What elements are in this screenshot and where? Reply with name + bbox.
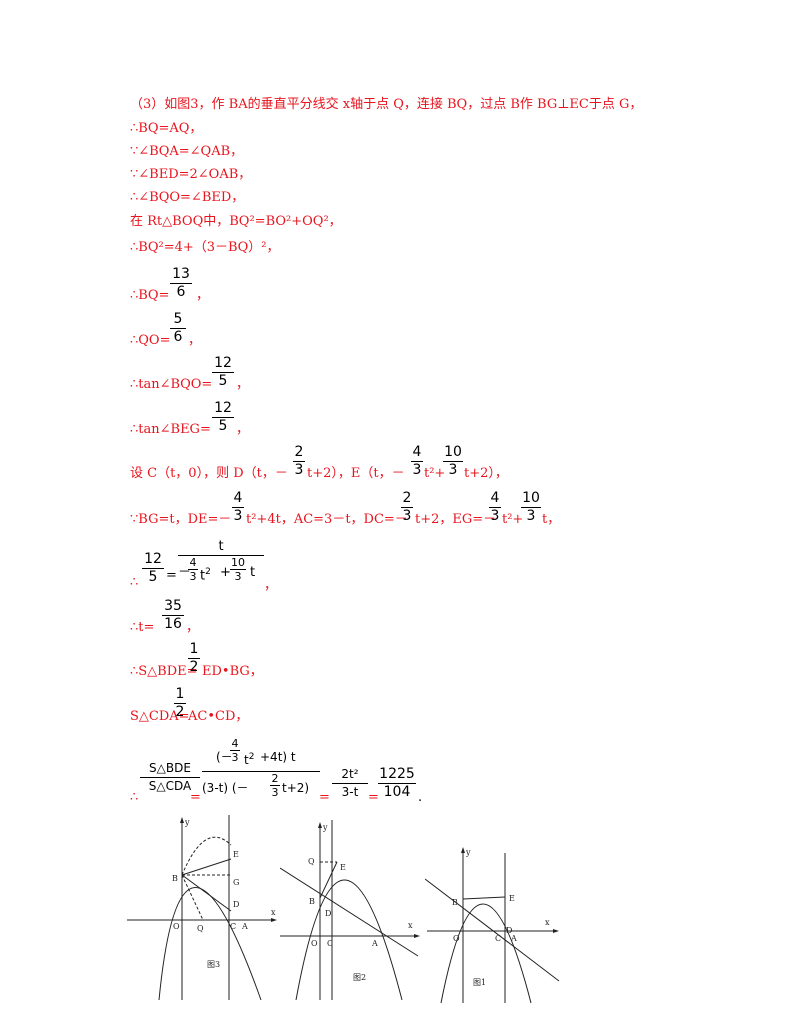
comma: ， xyxy=(196,288,210,303)
step-set-c: 设 C（t，0），则 D（t，－ xyxy=(130,466,288,481)
step-lengths: ∵BG=t，DE=－ xyxy=(130,512,232,527)
equals: = xyxy=(319,790,330,805)
step-angle-bed: ∵∠BED=2∠OAB， xyxy=(130,167,252,182)
comma: ， xyxy=(236,422,250,437)
comma: ， xyxy=(188,333,202,348)
figure-3: y x E B G D O Q C A 图3 xyxy=(127,815,277,1001)
equals: = xyxy=(166,568,177,583)
equals: = xyxy=(190,790,201,805)
y-label: y xyxy=(184,818,190,827)
point-a: A xyxy=(371,939,378,948)
x-label: x xyxy=(271,908,276,917)
step-bq-value: ∴BQ= xyxy=(130,288,170,303)
point-b: B xyxy=(172,874,178,883)
point-g: G xyxy=(233,878,239,887)
point-d: D xyxy=(233,900,239,909)
x-label: x xyxy=(408,921,413,930)
point-o: O xyxy=(453,934,460,943)
comma: ， xyxy=(186,620,200,635)
point-d: D xyxy=(506,926,512,935)
equals: = xyxy=(368,790,379,805)
step-area-cda: S△CDA= xyxy=(130,709,190,724)
step-angle-bqo: ∴∠BQO=∠BED， xyxy=(130,190,245,205)
step-bq-aq: ∴BQ=AQ， xyxy=(130,121,203,136)
y-label: y xyxy=(322,823,328,832)
point-b: B xyxy=(309,897,315,906)
step-set-e: t+2），E（t，－ xyxy=(307,466,405,481)
step-bq-equation: ∴BQ²=4+（3－BQ）²， xyxy=(130,240,280,255)
fig1-caption: 图1 xyxy=(473,978,486,987)
therefore: ∴ xyxy=(130,575,139,590)
comma: ， xyxy=(264,578,278,593)
step-tan-beg: ∴tan∠BEG= xyxy=(130,422,211,437)
fig3-caption: 图3 xyxy=(207,960,220,969)
step-t-value: ∴t= xyxy=(130,620,155,635)
point-o: O xyxy=(311,939,318,948)
term: t+2，EG=－ xyxy=(415,512,497,527)
step-pythagoras: 在 Rt△BOQ中，BQ²=BO²+OQ²， xyxy=(130,214,342,229)
step-intro: （3）如图3，作 BA的垂直平分线交 x轴于点 Q，连接 BQ，过点 B作 BG… xyxy=(130,97,643,112)
period: . xyxy=(418,790,423,805)
x-label: x xyxy=(545,918,550,927)
point-a: A xyxy=(510,934,517,943)
figure-1: y x B E O C D A 图1 xyxy=(425,847,560,1004)
step-qo-value: ∴QO= xyxy=(130,333,171,348)
figure-2: y x Q E B D O C A 图2 xyxy=(280,820,420,1001)
point-q: Q xyxy=(308,857,315,866)
term: AC•CD， xyxy=(188,709,249,724)
y-label: y xyxy=(465,848,471,857)
term: t²+4t，AC=3－t，DC=－ xyxy=(246,512,408,527)
fig2-caption: 图2 xyxy=(353,973,366,982)
therefore: ∴ xyxy=(130,790,139,805)
point-a: A xyxy=(241,922,248,931)
term: ED•BG， xyxy=(202,664,263,679)
comma: ， xyxy=(236,377,250,392)
point-e: E xyxy=(233,850,239,859)
point-e: E xyxy=(340,863,346,872)
point-b: B xyxy=(452,898,458,907)
term: t²+ xyxy=(424,466,446,481)
step-area-bde: ∴S△BDE= xyxy=(130,664,198,679)
point-c: C xyxy=(230,922,236,931)
point-c: C xyxy=(327,939,333,948)
term: t²+ xyxy=(502,512,524,527)
step-tan-bqo: ∴tan∠BQO= xyxy=(130,377,213,392)
term: t， xyxy=(542,512,561,527)
point-q: Q xyxy=(197,924,204,933)
term: t+2）， xyxy=(464,466,508,481)
point-d: D xyxy=(325,909,331,918)
point-e: E xyxy=(509,894,515,903)
point-o: O xyxy=(173,922,180,931)
point-c: C xyxy=(495,934,501,943)
step-angle-bqa: ∵∠BQA=∠QAB， xyxy=(130,144,244,159)
